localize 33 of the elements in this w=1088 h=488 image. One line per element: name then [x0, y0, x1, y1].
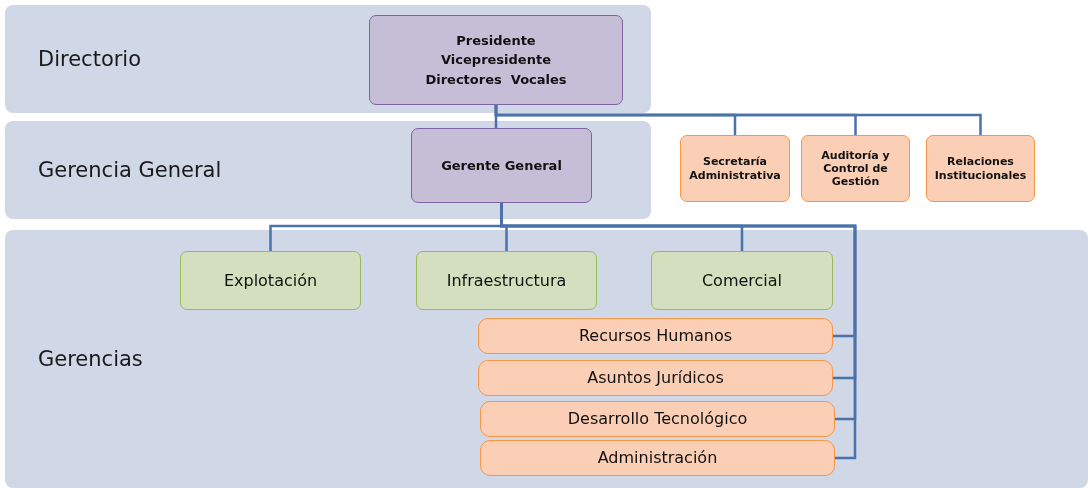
level-title: Gerencia General	[38, 158, 222, 182]
unit-name: Administración	[597, 448, 718, 468]
unit-box	[411, 128, 592, 203]
level-band	[5, 230, 1088, 488]
unit-name: Explotación	[223, 270, 318, 291]
unit-name: Relaciones Institucionales	[933, 155, 1028, 182]
unit-box	[651, 251, 833, 310]
unit-name: Directores Vocales	[425, 71, 567, 88]
connector-line	[494, 105, 982, 135]
unit-box	[369, 15, 623, 105]
level-band	[5, 121, 651, 219]
unit-name: Presidente	[456, 32, 536, 49]
unit-name: Auditoría y Control de Gestión	[820, 148, 891, 189]
unit-box	[480, 401, 835, 437]
unit-box	[480, 440, 835, 476]
unit-box	[801, 135, 910, 202]
unit-name: Comercial	[701, 270, 783, 291]
unit-name: Infraestructura	[446, 270, 567, 291]
unit-box	[416, 251, 597, 310]
unit-name: Secretaría Administrativa	[688, 155, 782, 182]
unit-name: Asuntos Jurídicos	[587, 368, 724, 388]
unit-name: Gerente General	[441, 157, 562, 174]
unit-name: Vicepresidente	[441, 52, 551, 68]
unit-box	[180, 251, 361, 310]
unit-name: Desarrollo Tecnológico	[567, 409, 748, 429]
level-title: Directorio	[38, 47, 142, 71]
level-title: Gerencias	[38, 347, 143, 371]
unit-box	[478, 318, 833, 354]
unit-box	[478, 360, 833, 396]
unit-box	[926, 135, 1035, 202]
unit-name: Recursos Humanos	[578, 326, 733, 346]
level-band	[5, 5, 651, 113]
unit-box	[680, 135, 790, 202]
